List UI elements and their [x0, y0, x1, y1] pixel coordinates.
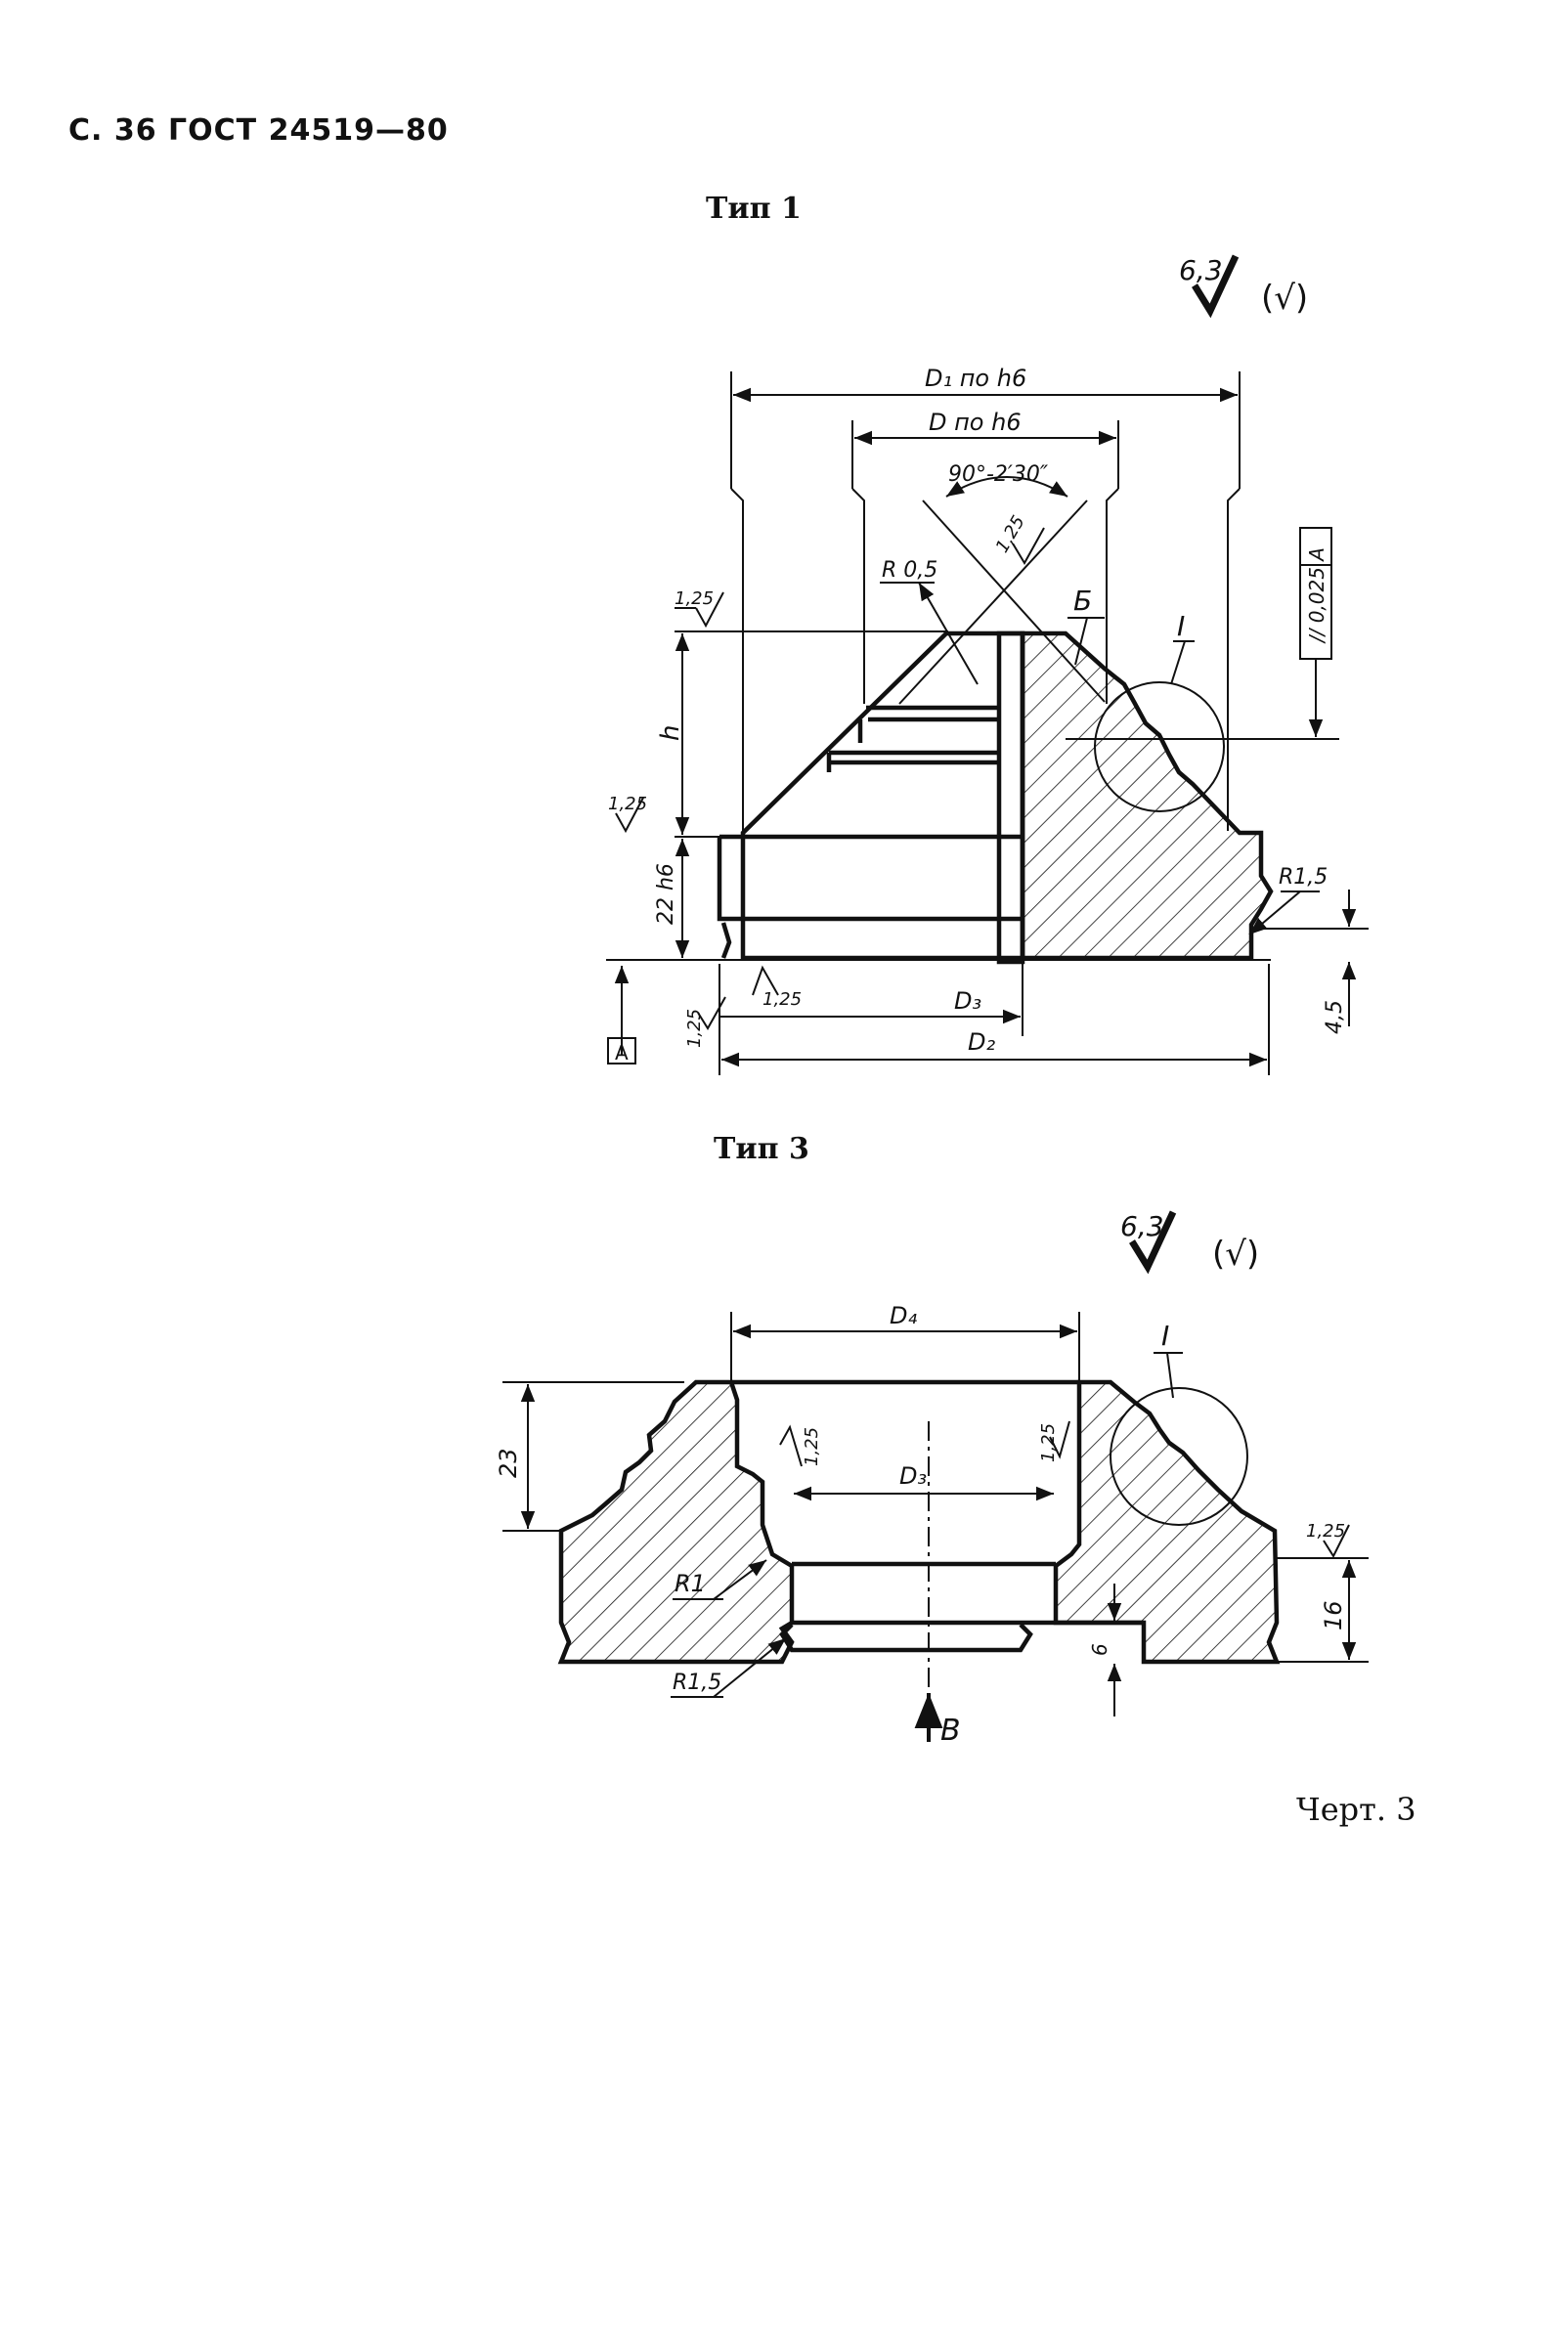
type1-angle-label: 90°-2′30″ — [948, 462, 1049, 487]
svg-text:6: 6 — [1088, 1643, 1111, 1656]
svg-text:1,25: 1,25 — [1038, 1423, 1059, 1462]
svg-text:(√): (√) — [1212, 1235, 1259, 1274]
svg-text:B: B — [940, 1714, 961, 1748]
type1-roughness-left-top: 1,25 — [675, 588, 724, 629]
type1-title: Тип 1 — [706, 192, 802, 226]
type1-roughness-bottom: 1,25 — [752, 965, 802, 1010]
type1-dimension-D1: D₁ по h6 — [730, 365, 1241, 489]
type3-dimension-D3: D₃ — [794, 1462, 1054, 1501]
svg-text:1,25: 1,25 — [1306, 1521, 1345, 1542]
type3-title: Тип 3 — [714, 1132, 809, 1166]
type3-radius-R1: R1 — [673, 1559, 767, 1600]
type3-roughness-left: 1,25 — [779, 1424, 822, 1467]
type1-D1-label: D₁ по h6 — [925, 365, 1026, 392]
svg-text:1,25: 1,25 — [802, 1427, 822, 1466]
figure-caption: Черт. 3 — [1296, 1791, 1416, 1828]
type1-ext-inner-left — [851, 488, 865, 704]
svg-text:I: I — [1177, 610, 1185, 642]
svg-text:16: 16 — [1320, 1600, 1347, 1630]
type1-ext-inner-right — [1106, 488, 1119, 704]
type3-inner-bore — [731, 1379, 1144, 1701]
type1-roughness-paren: (√) — [1261, 279, 1308, 318]
type1-tolerance-frame: // 0,025 A — [1299, 527, 1332, 737]
type3-general-roughness-symbol: 6,3 (√) — [1120, 1210, 1259, 1275]
type3-view-B-arrow: B — [914, 1693, 961, 1748]
svg-text:1,25: 1,25 — [608, 794, 647, 814]
type3-section-left — [557, 1379, 795, 1665]
svg-text:4,5: 4,5 — [1323, 1000, 1347, 1034]
type1-general-roughness-symbol: 6,3 (√) — [1179, 254, 1308, 319]
svg-text:D₃: D₃ — [954, 987, 981, 1015]
page-header: С. 36 ГОСТ 24519—80 — [68, 113, 449, 148]
type3-dimension-16: 16 — [1277, 1557, 1369, 1663]
svg-text:// 0,025 A: // 0,025 A — [1305, 547, 1328, 644]
svg-text:Б: Б — [1073, 585, 1092, 617]
type1-dimension-D3: D₃ — [719, 968, 1024, 1036]
type1-datum-A: A — [607, 966, 636, 1064]
type1-drawing: 6,3 (√) D₁ по h6 D по h6 90°-2′30″ — [606, 254, 1369, 1075]
type3-drawing: 6,3 (√) D₄ I — [495, 1210, 1369, 1748]
type1-ext-right — [1227, 488, 1241, 831]
svg-text:A: A — [615, 1041, 629, 1064]
type1-dimension-22h6: 22 h6 — [606, 839, 1271, 961]
svg-text:22 h6: 22 h6 — [654, 863, 678, 925]
type1-dimension-D2: D₂ — [719, 964, 1270, 1075]
type3-dimension-D4: D₄ — [730, 1302, 1080, 1382]
svg-text:1,25: 1,25 — [684, 1009, 705, 1048]
svg-text:h: h — [656, 725, 685, 741]
type3-section-right — [1053, 1379, 1281, 1665]
svg-text:R 0,5: R 0,5 — [882, 558, 937, 583]
type3-dimension-6: 6 — [1088, 1584, 1122, 1716]
type1-dimension-h: h — [656, 630, 948, 838]
type1-roughness-value: 6,3 — [1179, 254, 1223, 286]
svg-text:R1,5: R1,5 — [673, 1671, 721, 1695]
svg-text:D₄: D₄ — [890, 1302, 917, 1329]
type3-radius-R15: R1,5 — [671, 1637, 787, 1698]
svg-text:D₃: D₃ — [899, 1462, 927, 1490]
svg-text:6,3: 6,3 — [1120, 1210, 1164, 1242]
svg-text:23: 23 — [495, 1448, 522, 1478]
svg-text:R1,5: R1,5 — [1279, 865, 1328, 890]
type3-roughness-right-edge: 1,25 — [1306, 1521, 1350, 1559]
type3-detail-I: I — [1110, 1320, 1248, 1526]
svg-text:1,25: 1,25 — [762, 989, 802, 1010]
type1-dimension-D: D по h6 — [851, 409, 1119, 489]
type1-D-label: D по h6 — [929, 409, 1022, 436]
type3-dimension-23: 23 — [495, 1381, 684, 1532]
type1-radius-R15: R1,5 — [1248, 865, 1328, 935]
svg-text:1,25: 1,25 — [992, 512, 1029, 556]
type1-ext-left — [730, 488, 744, 831]
type1-angle-marker: 90°-2′30″ — [898, 462, 1106, 705]
type3-roughness-right: 1,25 — [1038, 1420, 1070, 1462]
svg-text:I: I — [1161, 1320, 1169, 1352]
type1-dimension-4-5: 4,5 — [1261, 890, 1369, 1034]
svg-text:D₂: D₂ — [968, 1028, 995, 1056]
type1-roughness-left-mid: 1,25 — [608, 794, 647, 834]
type1-body-right-section — [1020, 630, 1274, 961]
svg-text:R1: R1 — [675, 1570, 706, 1597]
type1-radius-R05: R 0,5 — [880, 558, 979, 685]
svg-text:1,25: 1,25 — [675, 588, 714, 609]
